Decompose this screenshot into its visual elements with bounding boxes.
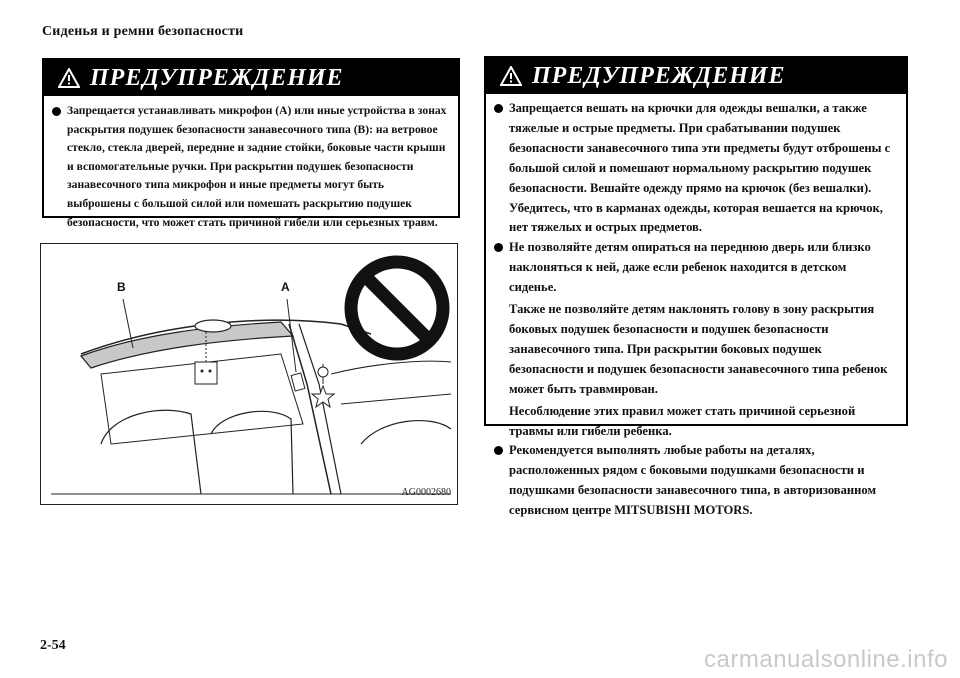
bullet-dot-icon [494, 445, 503, 455]
bullet-dot-icon [52, 106, 61, 116]
warning-triangle-icon [500, 66, 522, 86]
bullet-dot-icon [494, 242, 503, 252]
car-interior-drawing [51, 255, 452, 495]
right-warning-title: ПРЕДУПРЕЖДЕНИЕ [532, 62, 786, 89]
right-warning-bullet-1: Запрещается вешать на крючки для одежды … [494, 99, 896, 238]
figure-code: AG0002680 [401, 487, 451, 498]
right-warning-body: Запрещается вешать на крючки для одежды … [486, 94, 906, 529]
right-warning-bullet-3: Рекомендуется выполнять любые работы на … [494, 441, 896, 521]
right-warning-text-2: Не позволяйте детям опираться на передню… [509, 240, 871, 295]
right-warning-bullet-2: Не позволяйте детям опираться на передню… [494, 238, 896, 298]
page-number: 2-54 [40, 638, 66, 653]
callout-label-a: A [281, 280, 290, 294]
left-warning-header: ПРЕДУПРЕЖДЕНИЕ [44, 60, 458, 96]
right-warning-text-3: Рекомендуется выполнять любые работы на … [509, 443, 877, 518]
right-warning-box: ПРЕДУПРЕЖДЕНИЕ Запрещается вешать на крю… [484, 56, 908, 517]
right-warning-text-2-cont-2: Несоблюдение этих правил может стать при… [509, 403, 856, 438]
right-warning-text-1: Запрещается вешать на крючки для одежды … [509, 101, 891, 235]
bullet-dot-icon [494, 103, 503, 113]
left-warning-box: ПРЕДУПРЕЖДЕНИЕ Запрещается устанавливать… [42, 58, 460, 229]
right-warning-text-2-cont-1: Также не позволяйте детям наклонять голо… [509, 302, 888, 396]
left-warning-text: Запрещается устанавливать микрофон (А) и… [67, 104, 447, 229]
airbag-illustration: B A AG0002680 [40, 243, 458, 505]
callout-label-b: B [117, 280, 126, 294]
left-warning-title: ПРЕДУПРЕЖДЕНИЕ [90, 64, 344, 91]
left-warning-bullet: Запрещается устанавливать микрофон (А) и… [52, 102, 448, 232]
right-warning-header: ПРЕДУПРЕЖДЕНИЕ [486, 58, 906, 94]
left-warning-body: Запрещается устанавливать микрофон (А) и… [44, 96, 458, 240]
site-watermark: carmanualsonline.info [704, 646, 948, 673]
warning-triangle-icon [58, 68, 80, 88]
page-section-title: Сиденья и ремни безопасности [42, 24, 244, 39]
